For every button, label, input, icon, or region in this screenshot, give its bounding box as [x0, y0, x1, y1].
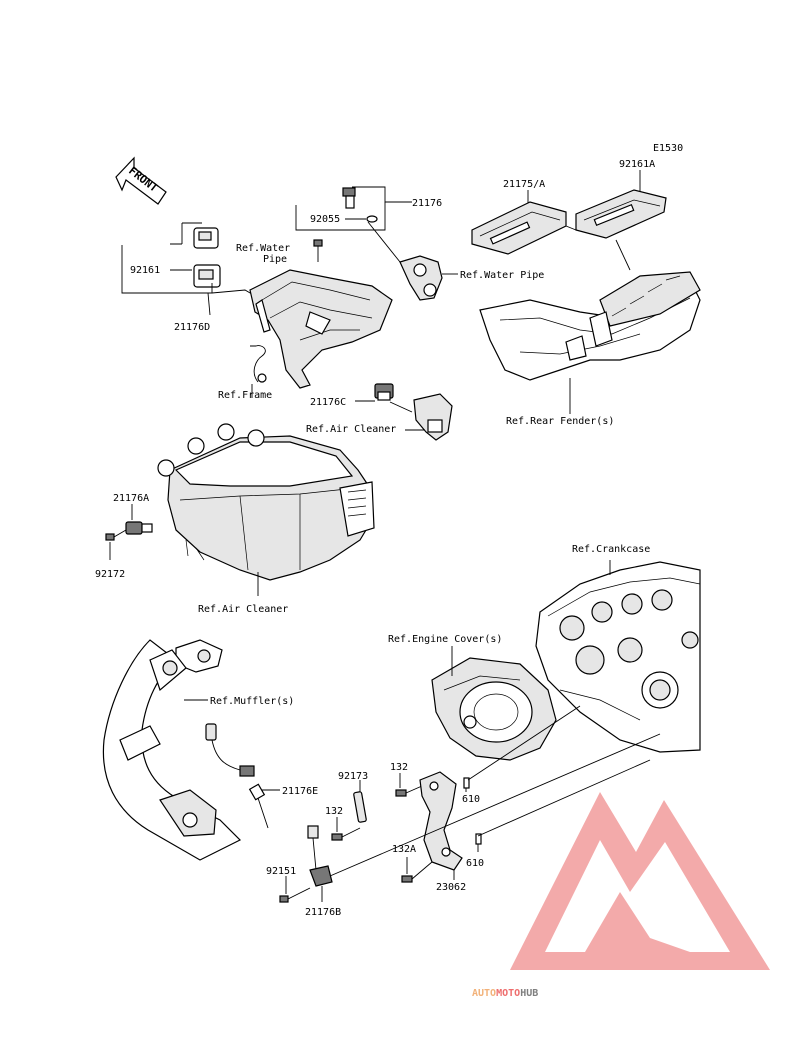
part-label-21176D: 21176D [174, 322, 210, 333]
part-label-92172: 92172 [95, 569, 125, 580]
part-label-92151: 92151 [266, 866, 296, 877]
part-label-21175A: 21175/A [503, 179, 545, 190]
watermark-auto: AUTO [472, 988, 496, 999]
sensor-21176E [205, 723, 266, 801]
ref-water-pipe-left-line1: Ref.Water [236, 243, 290, 254]
part-label-21176A: 21176A [113, 493, 149, 504]
diagram-code: E1530 [653, 143, 683, 154]
watermark-text: AUTOMOTOHUB [472, 988, 538, 999]
ecu-21175 [471, 201, 567, 255]
ref-air-cleaner-bottom: Ref.Air Cleaner [198, 604, 288, 615]
ref-water-pipe-right: Ref.Water Pipe [460, 270, 544, 281]
ref-crankcase: Ref.Crankcase [572, 544, 650, 555]
ref-air-cleaner-top: Ref.Air Cleaner [306, 424, 396, 435]
part-label-132-mid: 132 [325, 806, 343, 817]
watermark-moto: MOTO [496, 988, 520, 999]
part-label-21176: 21176 [412, 198, 442, 209]
part-label-92161: 92161 [130, 265, 160, 276]
relay-92161 [193, 227, 221, 288]
crankcase [535, 561, 701, 753]
ref-rear-fender: Ref.Rear Fender(s) [506, 416, 614, 427]
automotohub-logo-icon [510, 792, 770, 970]
part-label-92161A: 92161A [619, 159, 655, 170]
ref-frame: Ref.Frame [218, 390, 272, 401]
sensor-21176C [374, 383, 394, 401]
ref-water-pipe-left-line2: Pipe [263, 254, 287, 265]
part-label-92055: 92055 [310, 214, 340, 225]
ref-muffler: Ref.Muffler(s) [210, 696, 294, 707]
frame-bracket [249, 269, 393, 389]
sensor-21176A [125, 521, 153, 535]
watermark-hub: HUB [520, 988, 538, 999]
air-cleaner-sensor [413, 393, 453, 441]
air-cleaner-box [157, 423, 375, 581]
part-label-610-bottom: 610 [466, 858, 484, 869]
rear-fender [479, 271, 701, 381]
part-label-21176B: 21176B [305, 907, 341, 918]
sensor-21176 [342, 187, 378, 223]
part-label-132-top: 132 [390, 762, 408, 773]
part-label-132A: 132A [392, 844, 416, 855]
front-arrow-icon: FRONT [115, 156, 167, 205]
part-label-21176E: 21176E [282, 786, 318, 797]
engine-cover [431, 657, 557, 761]
part-label-610-top: 610 [462, 794, 480, 805]
part-label-23062: 23062 [436, 882, 466, 893]
sensor-21176B [307, 825, 333, 887]
bracket-23062 [419, 771, 463, 871]
muffler-pipes [102, 639, 242, 861]
part-label-21176C: 21176C [310, 397, 346, 408]
water-pipe-fitting [399, 255, 443, 301]
ecu-92161A [575, 189, 667, 239]
part-label-92173: 92173 [338, 771, 368, 782]
ref-engine-cover: Ref.Engine Cover(s) [388, 634, 502, 645]
